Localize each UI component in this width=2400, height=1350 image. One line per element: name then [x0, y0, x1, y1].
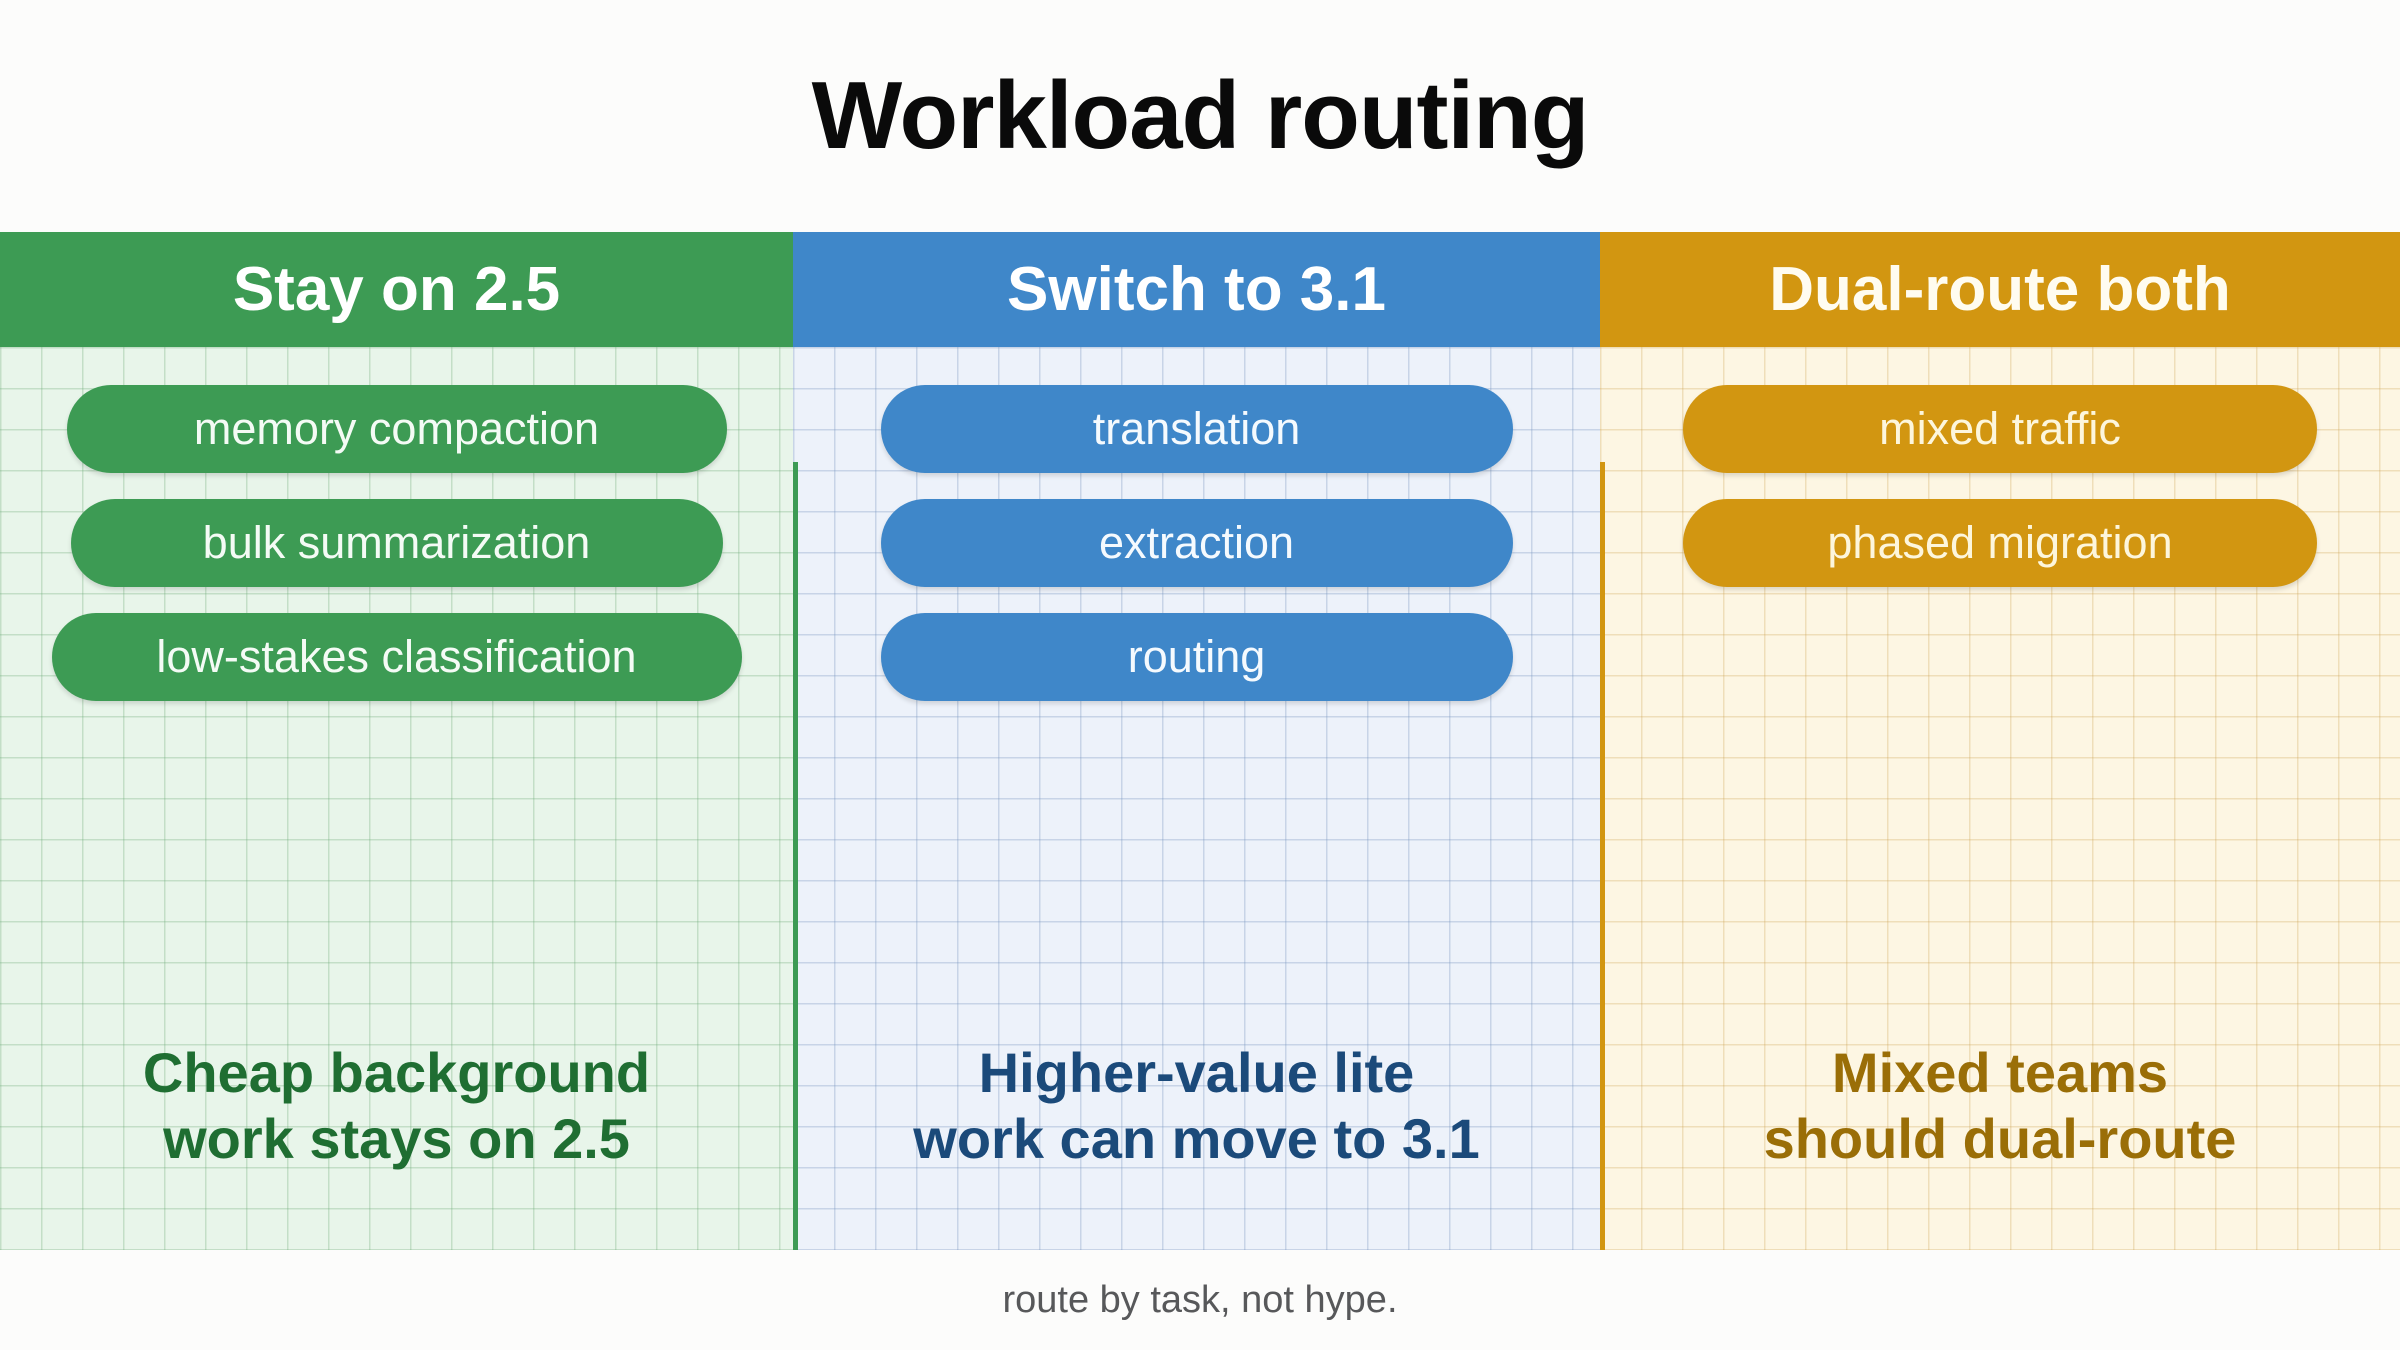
column-header-switch-to-3-1: Switch to 3.1 — [793, 232, 1600, 347]
column-caption-switch-to-3-1: Higher-value lite work can move to 3.1 — [913, 1040, 1480, 1170]
pill-item[interactable]: memory compaction — [66, 385, 727, 473]
pill-stack-switch-to-3-1: translation extraction routing — [793, 347, 1600, 701]
column-body-dual-route-both: mixed traffic phased migration Mixed tea… — [1600, 347, 2400, 1250]
pill-item[interactable]: phased migration — [1683, 499, 2317, 587]
pill-item[interactable]: routing — [880, 613, 1513, 701]
column-stay-on-2-5: Stay on 2.5 memory compaction bulk summa… — [0, 232, 793, 1250]
footer-note: route by task, not hype. — [0, 1250, 2400, 1350]
pill-item[interactable]: translation — [880, 385, 1513, 473]
column-body-stay-on-2-5: memory compaction bulk summarization low… — [0, 347, 793, 1250]
column-switch-to-3-1: Switch to 3.1 translation extraction rou… — [793, 232, 1600, 1250]
columns-band: Stay on 2.5 memory compaction bulk summa… — [0, 232, 2400, 1250]
page-title: Workload routing — [811, 62, 1590, 169]
column-dual-route-both: Dual-route both mixed traffic phased mig… — [1600, 232, 2400, 1250]
column-divider-rule — [793, 462, 798, 1250]
column-header-dual-route-both: Dual-route both — [1600, 232, 2400, 347]
pill-item[interactable]: low-stakes classification — [51, 613, 742, 701]
pill-stack-stay-on-2-5: memory compaction bulk summarization low… — [0, 347, 793, 701]
pill-item[interactable]: extraction — [880, 499, 1513, 587]
column-caption-stay-on-2-5: Cheap background work stays on 2.5 — [142, 1040, 651, 1170]
column-body-switch-to-3-1: translation extraction routing Higher-va… — [793, 347, 1600, 1250]
pill-stack-dual-route-both: mixed traffic phased migration — [1600, 347, 2400, 587]
pill-item[interactable]: mixed traffic — [1683, 385, 2317, 473]
column-divider-rule — [1600, 462, 1605, 1250]
column-header-stay-on-2-5: Stay on 2.5 — [0, 232, 793, 347]
pill-item[interactable]: bulk summarization — [70, 499, 723, 587]
column-caption-dual-route-both: Mixed teams should dual-route — [1763, 1040, 2237, 1170]
